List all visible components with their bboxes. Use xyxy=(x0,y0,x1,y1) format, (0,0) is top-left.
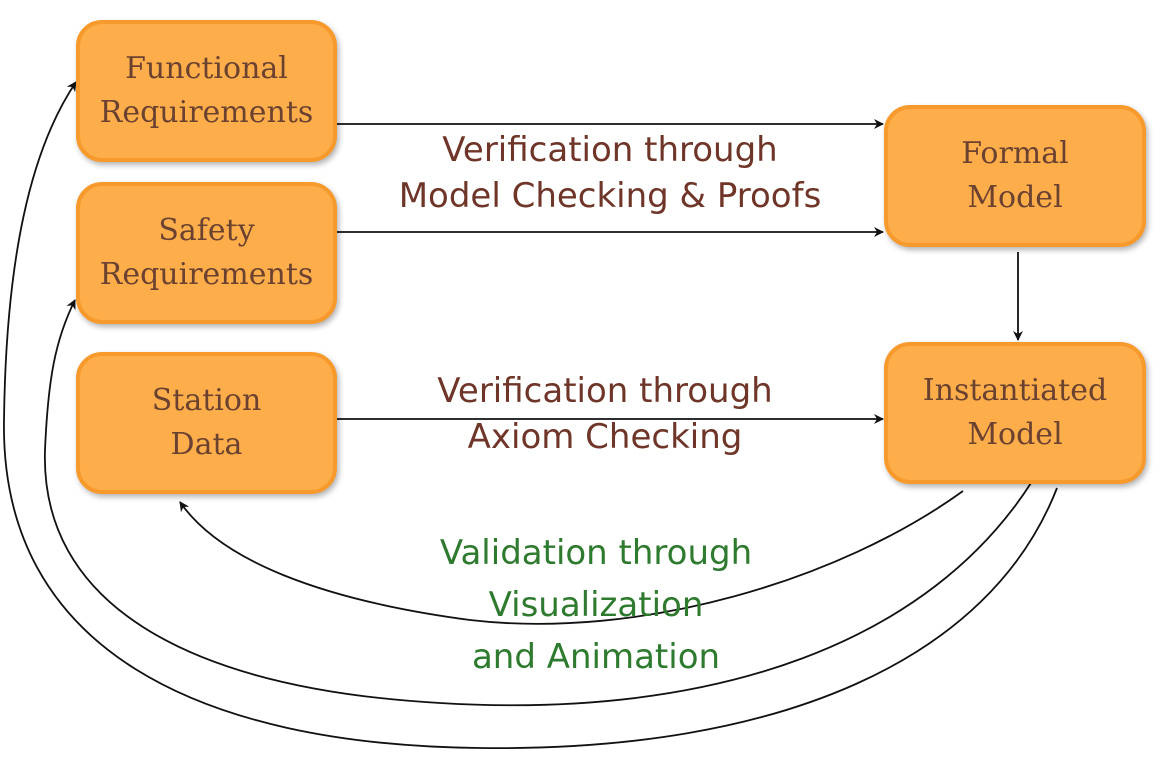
station-data-line2: Data xyxy=(170,427,243,462)
validation-line1: Validation through xyxy=(439,533,753,573)
verification-proofs-label: Verification through Model Checking & Pr… xyxy=(370,127,850,219)
functional-requirements-line1: Functional xyxy=(125,51,288,86)
functional-requirements-box: Functional Requirements xyxy=(76,20,337,162)
verification-axiom-label: Verification through Axiom Checking xyxy=(370,368,840,460)
station-data-line1: Station xyxy=(151,383,262,418)
verification-axiom-line2: Axiom Checking xyxy=(467,417,743,457)
arrow-validation-to-safety xyxy=(44,299,1032,707)
safety-requirements-line2: Requirements xyxy=(99,257,314,292)
formal-model-box: Formal Model xyxy=(884,105,1146,247)
instantiated-model-box: Instantiated Model xyxy=(884,342,1146,484)
validation-line3: and Animation xyxy=(471,637,721,677)
instantiated-model-line1: Instantiated xyxy=(922,373,1108,408)
verification-axiom-line1: Verification through xyxy=(437,371,773,411)
safety-requirements-box: Safety Requirements xyxy=(76,182,337,324)
validation-line2: Visualization xyxy=(488,585,704,625)
validation-label: Validation through Visualization and Ani… xyxy=(396,527,796,683)
arrow-validation-to-functional xyxy=(3,81,1058,749)
arrow-validation-to-station xyxy=(179,490,964,625)
functional-requirements-line2: Requirements xyxy=(99,95,314,130)
verification-proofs-line1: Verification through xyxy=(442,130,778,170)
verification-proofs-line2: Model Checking & Proofs xyxy=(398,176,822,216)
formal-model-line1: Formal xyxy=(961,136,1069,171)
instantiated-model-line2: Model xyxy=(967,417,1063,452)
safety-requirements-line1: Safety xyxy=(158,213,255,248)
station-data-box: Station Data xyxy=(76,352,337,494)
formal-model-line2: Model xyxy=(967,180,1063,215)
